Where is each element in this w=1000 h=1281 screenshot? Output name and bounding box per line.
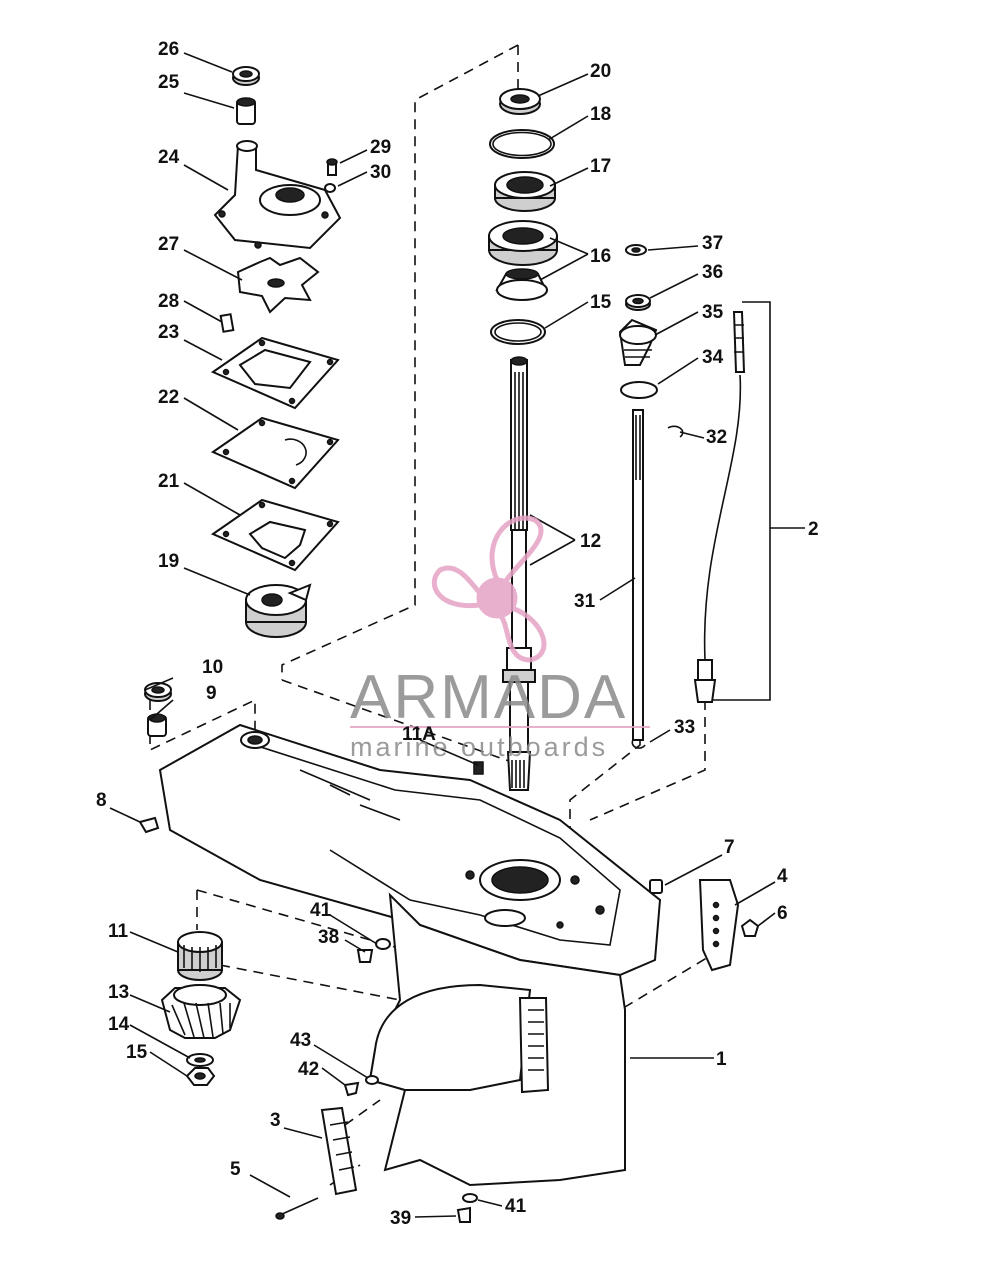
washer-43: [365, 1075, 379, 1085]
face-plate-23: [210, 416, 340, 490]
trim-tab-4: [698, 879, 740, 972]
callout-34: 33: [674, 717, 695, 738]
o-ring-35: [620, 381, 658, 399]
callout-17: 16: [590, 246, 611, 267]
callout-4: 4: [777, 866, 788, 887]
callout-41-upper: 41: [310, 900, 332, 921]
callout-16: 15: [590, 292, 612, 313]
callout-28: 27: [158, 234, 179, 255]
bearing-cone-17: [495, 268, 548, 301]
callout-31: 30: [370, 162, 391, 183]
callout-18: 17: [590, 156, 611, 177]
callout-32: 31: [574, 591, 596, 612]
bushing-36: [618, 318, 658, 366]
impeller-key-29: [219, 313, 235, 333]
callout-11a: 11A: [402, 724, 436, 745]
callout-33: 32: [706, 427, 727, 448]
callout-19: 18: [590, 104, 611, 125]
callout-27: 26: [158, 39, 179, 60]
callout-25: 24: [158, 147, 180, 168]
washer-41-lower: [462, 1193, 478, 1203]
callout-38: 37: [702, 233, 723, 254]
seal-10: [144, 682, 172, 702]
gasket-24: [210, 336, 340, 410]
callout-35: 34: [702, 347, 724, 368]
screw-40: [456, 1206, 471, 1223]
anode-3: [320, 1106, 358, 1196]
impeller-28: [236, 256, 320, 314]
callout-24: 23: [158, 322, 179, 343]
callout-39: 38: [318, 927, 339, 948]
washer-31: [324, 183, 336, 193]
callout-13: 13: [108, 982, 129, 1003]
retainer-nut-18: [494, 171, 556, 212]
callout-2: 2: [808, 519, 819, 540]
screw-42: [343, 1081, 360, 1097]
bolt-5: [275, 1197, 319, 1220]
seal-21: [499, 88, 541, 115]
callout-20: 19: [158, 551, 179, 572]
gear-housing-1: [158, 723, 662, 1187]
callout-3: 3: [270, 1110, 281, 1131]
callout-6: 6: [777, 903, 788, 924]
screw-39: [356, 949, 374, 963]
propeller-logo-icon: [431, 515, 547, 663]
callout-15: 15: [126, 1042, 148, 1063]
callout-30: 29: [370, 137, 391, 158]
callout-21: 20: [590, 61, 611, 82]
callout-40: 39: [390, 1208, 411, 1229]
callout-7: 7: [724, 837, 735, 858]
callout-1: 1: [716, 1049, 727, 1070]
e-clip-34: [631, 739, 646, 749]
e-clip-33: [667, 425, 684, 438]
water-tube-2: [693, 311, 746, 703]
screw-8: [138, 816, 160, 834]
callout-36: 35: [702, 302, 724, 323]
callout-8: 8: [96, 790, 107, 811]
bearing-cup-17: [488, 220, 558, 266]
water-pump-body-25: [213, 140, 342, 250]
plug-7: [649, 879, 663, 894]
seal-37: [625, 294, 651, 311]
callout-labels: 26 25 24 29 30 27 28 23 22 21 19 20 18 1…: [96, 39, 819, 1229]
watermark: ARMADA marine outboards: [350, 515, 650, 762]
watermark-brand: ARMADA: [350, 663, 627, 732]
leader-lines: [109, 52, 805, 1218]
callout-42: 42: [298, 1059, 319, 1080]
callout-43: 43: [290, 1030, 311, 1051]
callout-26: 25: [158, 72, 180, 93]
bearing-11: [177, 931, 223, 981]
plug-11a: [473, 761, 484, 775]
washer-38: [625, 244, 647, 256]
callout-37: 36: [702, 262, 723, 283]
shim-16: [490, 319, 546, 345]
callout-9: 9: [206, 683, 217, 704]
washer-41-upper: [375, 938, 391, 950]
callout-12: 12: [580, 531, 601, 552]
callout-14: 14: [108, 1014, 130, 1035]
bushing-9: [147, 713, 167, 737]
callout-5: 5: [230, 1159, 241, 1180]
callout-11: 11: [108, 921, 129, 942]
water-pump-seal-27: [232, 66, 260, 86]
nut-15: [185, 1067, 216, 1086]
nut-6: [740, 918, 760, 937]
callout-22: 21: [158, 471, 180, 492]
gasket-22: [210, 498, 340, 572]
watermark-tagline: marine outboards: [350, 732, 608, 762]
callout-23: 22: [158, 387, 179, 408]
callout-41-lower: 41: [505, 1196, 527, 1217]
screw-30: [326, 158, 338, 176]
callout-10: 10: [202, 657, 223, 678]
o-ring-19: [489, 129, 555, 159]
shift-shaft-32: [632, 409, 644, 741]
water-tube-seal-26: [236, 97, 256, 125]
pump-base-20: [245, 583, 312, 638]
callout-29: 28: [158, 291, 179, 312]
washer-14: [186, 1053, 214, 1067]
pinion-gear-13: [160, 984, 242, 1039]
